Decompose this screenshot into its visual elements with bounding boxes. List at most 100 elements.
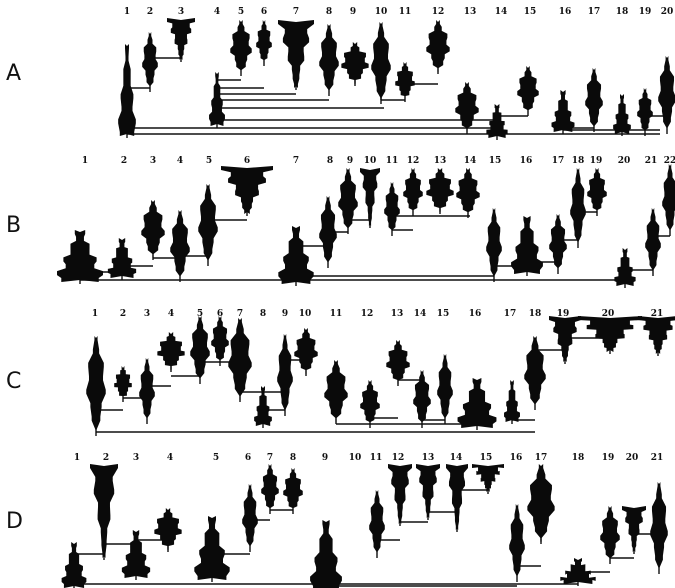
row-letter-d: D (6, 509, 23, 534)
row-a-spindle-9 (341, 42, 368, 84)
row-b-spindle-2 (108, 238, 136, 278)
row-d-number-5: 5 (213, 453, 219, 463)
row-a-number-16: 16 (559, 7, 572, 17)
row-a-number-8: 8 (326, 7, 332, 17)
row-b-number-14: 14 (464, 156, 477, 166)
row-b-number-8: 8 (327, 156, 333, 166)
row-b-spindle-13 (426, 168, 453, 212)
row-d-number-4: 4 (167, 453, 173, 463)
row-b-spindle-7 (278, 226, 313, 284)
row-c-spindle-5 (190, 316, 209, 382)
row-d-number-8: 8 (290, 453, 296, 463)
row-b-number-22: 22 (664, 156, 675, 166)
row-d-number-2: 2 (103, 453, 109, 463)
row-b-number-16: 16 (520, 156, 533, 166)
row-letter-b: B (6, 213, 21, 238)
row-d-spindle-6 (242, 484, 258, 550)
row-c-number-17: 17 (504, 309, 517, 319)
row-b-spindle-4 (170, 210, 189, 280)
row-a-number-3: 3 (178, 7, 184, 17)
row-b-number-2: 2 (121, 156, 127, 166)
row-letter-c: C (6, 369, 21, 394)
row-d-spindle-5 (194, 516, 229, 580)
row-b-spindle-10 (360, 168, 380, 226)
row-b-number-3: 3 (150, 156, 156, 166)
row-d-number-13: 13 (422, 453, 435, 463)
row-c-shapes (86, 316, 675, 436)
row-a-spindle-10 (371, 22, 390, 102)
row-b-spindle-21 (645, 208, 661, 274)
row-a-number-1: 1 (124, 7, 130, 17)
row-d-spindle-10 (369, 490, 385, 556)
row-d-shapes (62, 464, 668, 588)
row-b-spindle-12 (403, 168, 422, 214)
row-a-number-5: 5 (238, 7, 244, 17)
row-c-spindle-11 (324, 360, 347, 422)
row-b-spindle-5 (198, 184, 217, 264)
row-c-spindle-12 (360, 380, 379, 426)
row-b-number-12: 12 (407, 156, 420, 166)
row-d-number-7: 7 (267, 453, 273, 463)
row-b-number-11: 11 (386, 156, 399, 166)
row-c-number-6: 6 (217, 309, 223, 319)
row-b-number-17: 17 (552, 156, 565, 166)
row-d-number-17: 17 (535, 453, 548, 463)
row-c-number-11: 11 (330, 309, 343, 319)
row-b-number-9: 9 (347, 156, 353, 166)
row-a-spindle-18 (613, 94, 631, 134)
row-d-number-9: 9 (322, 453, 328, 463)
row-c-number-10: 10 (299, 309, 312, 319)
row-d-number-18: 18 (572, 453, 585, 463)
row-a-spindle-16 (552, 90, 575, 132)
row-b-number-21: 21 (645, 156, 658, 166)
row-a-number-10: 10 (375, 7, 388, 17)
row-d-number-16: 16 (510, 453, 523, 463)
row-b-number-20: 20 (618, 156, 631, 166)
row-a-spindle-7 (278, 20, 314, 88)
row-d-number-14: 14 (450, 453, 463, 463)
row-d-spindle-7 (261, 464, 279, 512)
row-d-spindle-4 (154, 508, 181, 550)
row-a-spindle-11 (395, 62, 414, 100)
row-b-spindle-3 (141, 200, 164, 258)
row-c-number-1: 1 (92, 309, 98, 319)
row-a-spindle-17 (585, 68, 603, 130)
row-b-number-18: 18 (572, 156, 585, 166)
row-c-spindle-17 (504, 380, 520, 422)
row-c-spindle-16 (458, 378, 497, 428)
row-d-number-6: 6 (245, 453, 251, 463)
row-a-number-17: 17 (588, 7, 601, 17)
row-c-spindle-2 (114, 366, 132, 400)
row-a-number-7: 7 (293, 7, 299, 17)
row-a-spindle-13 (455, 82, 478, 132)
row-c-number-18: 18 (529, 309, 542, 319)
row-c-spindle-10 (294, 328, 317, 374)
row-b-spindle-18 (570, 168, 586, 246)
row-a-number-4: 4 (214, 7, 220, 17)
row-d-spindle-12 (416, 464, 440, 518)
row-b-number-5: 5 (206, 156, 212, 166)
row-a-spindle-8 (319, 24, 338, 94)
row-b-spindle-11 (384, 182, 400, 234)
row-c-number-15: 15 (437, 309, 450, 319)
row-c-number-20: 20 (602, 309, 615, 319)
row-b-number-13: 13 (434, 156, 447, 166)
row-a-spindle-3 (167, 18, 195, 60)
row-b-number-19: 19 (590, 156, 603, 166)
row-d-number-15: 15 (480, 453, 493, 463)
row-a-spindle-15 (517, 66, 538, 114)
row-b-number-10: 10 (364, 156, 377, 166)
row-a-number-2: 2 (147, 7, 153, 17)
row-b-spindle-8 (319, 196, 337, 266)
row-d-spindle-19 (622, 506, 646, 552)
row-d-number-20: 20 (626, 453, 639, 463)
row-b-numbers: 12345678910111213141516171819202122 (82, 156, 675, 166)
row-b-spindle-20 (614, 248, 635, 286)
row-d-number-10: 10 (349, 453, 362, 463)
row-c-spindle-1 (86, 336, 105, 434)
row-a-spindle-5 (230, 20, 251, 74)
